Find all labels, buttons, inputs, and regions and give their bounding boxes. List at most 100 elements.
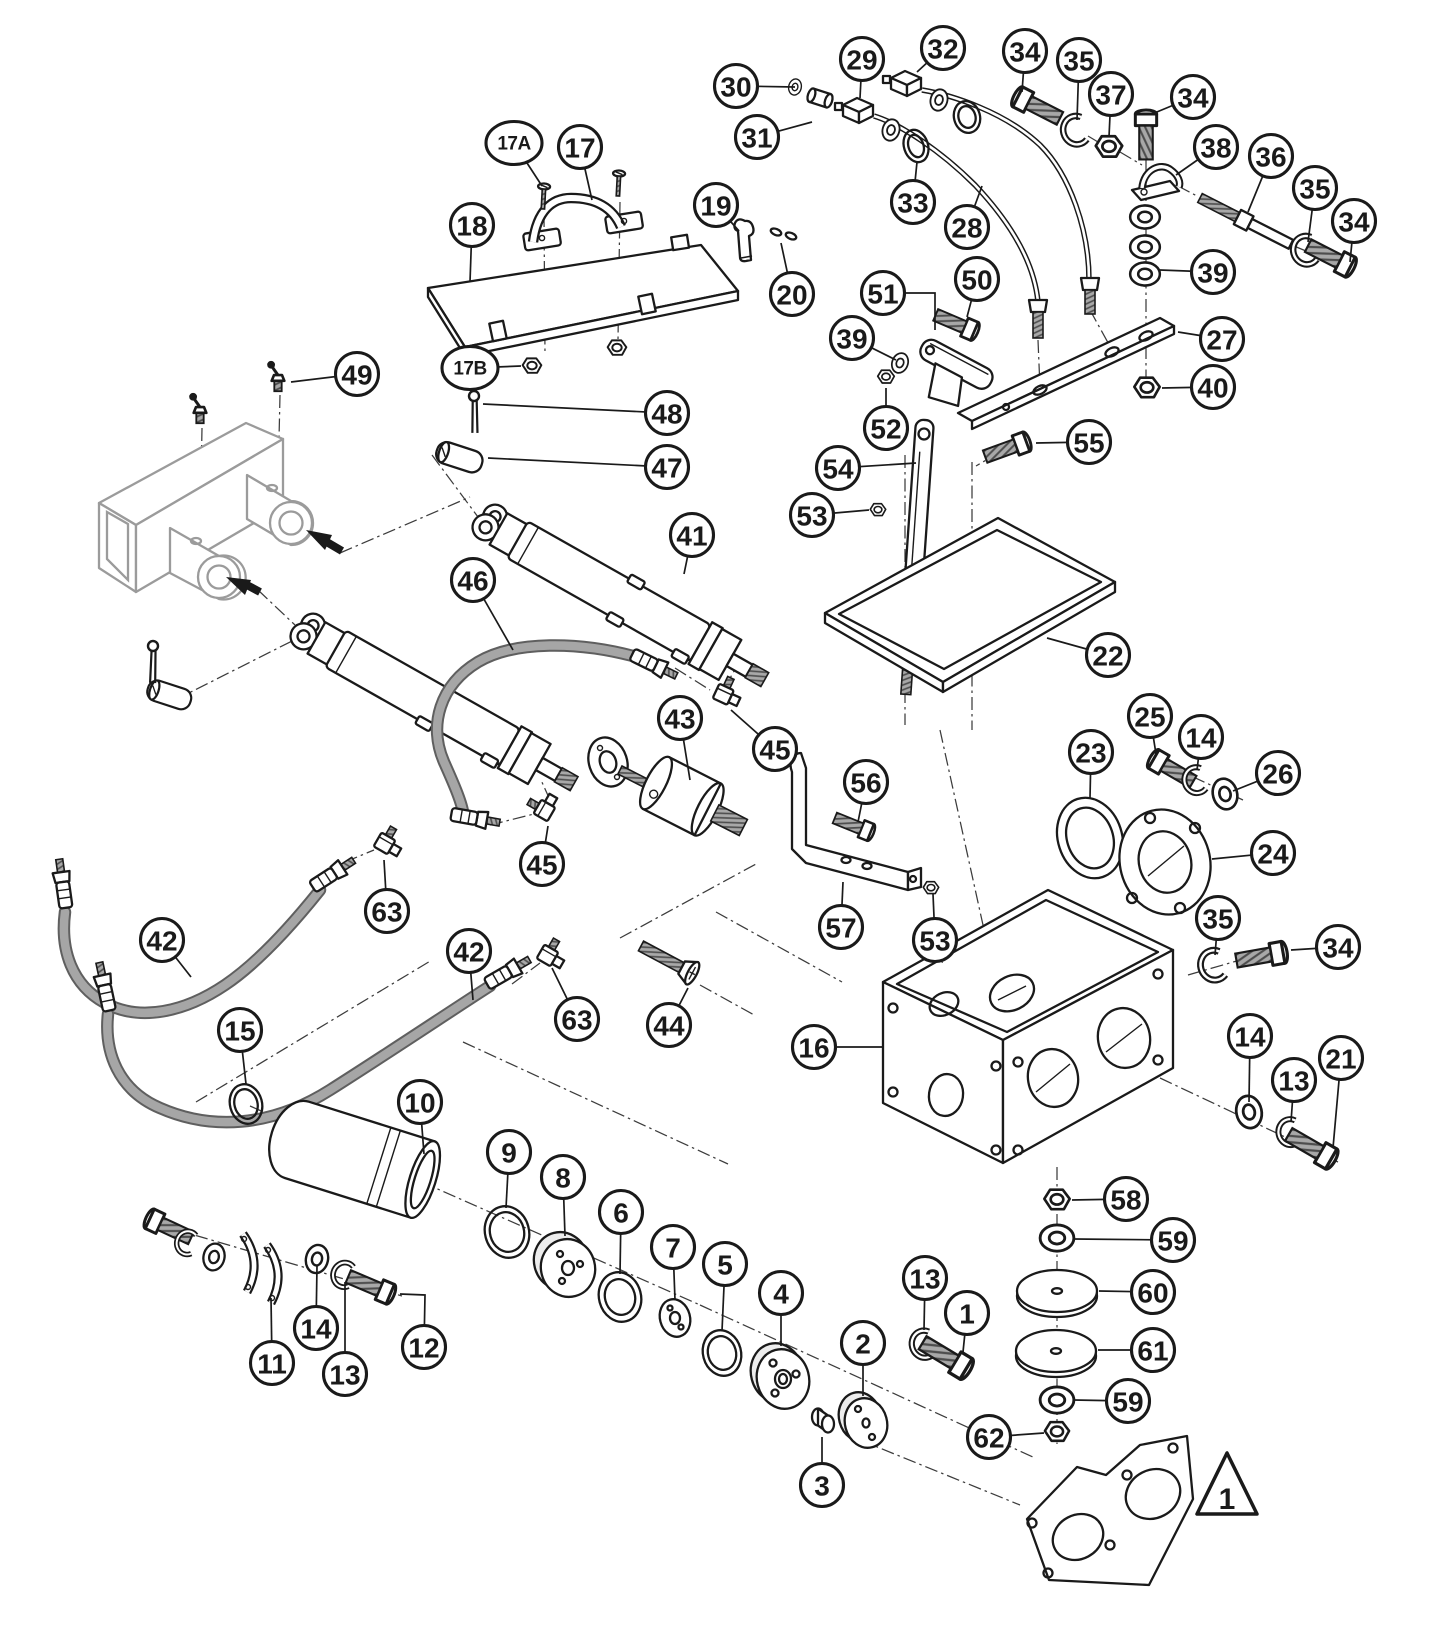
callout-label: 6 <box>613 1198 629 1229</box>
callout-balloon-8 <box>539 1153 587 1201</box>
callout-balloon-50 <box>953 255 1001 303</box>
callout-balloon-59 <box>1104 1377 1152 1425</box>
callout-label: 52 <box>870 414 901 445</box>
clevis-lug-lower <box>168 526 247 601</box>
flat-washer <box>1128 204 1162 230</box>
callout-balloon-26 <box>1254 749 1302 797</box>
callout-balloon-21 <box>1317 1034 1365 1082</box>
callout-label: 32 <box>927 34 958 65</box>
callout-balloon-35 <box>1291 164 1339 212</box>
callout-balloon-35 <box>1055 36 1103 84</box>
callout-balloon-60 <box>1129 1268 1177 1316</box>
grease-fitting-icon <box>187 391 208 425</box>
elbow-fitting <box>535 934 573 972</box>
callout-balloon-34 <box>1001 27 1049 75</box>
callout-label: 19 <box>700 191 731 222</box>
callout-balloon-32 <box>919 24 967 72</box>
callout-label: 46 <box>457 566 488 597</box>
callout-balloon-53 <box>788 491 836 539</box>
callout-label: 2 <box>855 1329 871 1360</box>
handle-screw <box>610 169 627 198</box>
callout-balloon-13 <box>321 1350 369 1398</box>
callout-label: 8 <box>555 1163 571 1194</box>
callout-label: 1 <box>959 1299 975 1330</box>
callout-label: 17B <box>453 359 486 380</box>
callout-label: 42 <box>453 937 484 968</box>
callout-balloon-30 <box>712 62 760 110</box>
callout-label: 20 <box>776 280 807 311</box>
grease-fitting-icon <box>265 359 286 393</box>
callout-label: 34 <box>1338 207 1370 238</box>
callout-balloon-12 <box>400 1323 448 1371</box>
callout-balloon-55 <box>1065 418 1113 466</box>
callout-balloon-43 <box>656 694 704 742</box>
callout-balloon-14 <box>292 1304 340 1352</box>
callout-balloon-49 <box>333 350 381 398</box>
callout-label: 26 <box>1262 759 1293 790</box>
piston-disc <box>532 1230 597 1299</box>
callout-balloon-14 <box>1177 713 1225 761</box>
callout-label: 63 <box>561 1005 592 1036</box>
callout-label: 56 <box>850 768 881 799</box>
callout-label: 45 <box>526 850 557 881</box>
callout-balloon-39 <box>1189 248 1237 296</box>
callout-balloon-54 <box>814 444 862 492</box>
callout-balloon-16 <box>790 1023 838 1071</box>
hose-fitting <box>49 856 76 911</box>
callout-balloon-3 <box>798 1461 846 1509</box>
callout-balloon-39 <box>828 314 876 362</box>
hex-bolt <box>140 1206 198 1250</box>
hose-fitting <box>306 852 360 896</box>
o-ring <box>701 1329 743 1377</box>
callout-label: 23 <box>1075 738 1106 769</box>
hex-bolt <box>1133 108 1159 161</box>
hex-nut <box>1133 376 1161 399</box>
callout-label: 59 <box>1112 1387 1143 1418</box>
rocker-arm <box>919 338 994 408</box>
callout-balloon-15 <box>216 1006 264 1054</box>
callout-label: 5 <box>717 1250 733 1281</box>
shaft-seal <box>1055 796 1125 880</box>
callout-balloon-62 <box>965 1413 1013 1461</box>
hose-switch-block <box>833 96 875 125</box>
callout-balloon-11 <box>248 1339 296 1387</box>
cotter-pin <box>143 639 165 685</box>
hex-nut <box>1043 1420 1071 1443</box>
o-ring <box>228 1083 264 1125</box>
assembly-arrow-icon <box>226 530 345 596</box>
callout-label: 7 <box>665 1233 681 1264</box>
callout-balloon-24 <box>1249 829 1297 877</box>
plug-nut <box>869 502 887 517</box>
callout-balloon-5 <box>701 1240 749 1288</box>
callout-label: 44 <box>653 1011 685 1042</box>
callout-label: 35 <box>1299 174 1330 205</box>
flathead-screw <box>637 940 701 986</box>
hydraulic-hose-lower <box>921 87 1101 315</box>
callout-label: 18 <box>456 211 487 242</box>
callout-balloon-34 <box>1314 923 1362 971</box>
callout-label: 55 <box>1073 428 1104 459</box>
callout-balloon-36 <box>1247 132 1295 180</box>
callout-label: 45 <box>759 735 790 766</box>
callout-balloon-23 <box>1067 728 1115 776</box>
callout-balloon-17 <box>556 123 604 171</box>
callout-balloon-25 <box>1126 692 1174 740</box>
flat-washer <box>1207 774 1243 814</box>
callout-label: 40 <box>1197 373 1228 404</box>
hydraulic-cylinder-upper <box>471 503 770 688</box>
callout-label: 13 <box>1278 1066 1309 1097</box>
callout-label: 62 <box>973 1423 1004 1454</box>
callout-label: 47 <box>651 453 682 484</box>
flat-washer <box>888 349 912 377</box>
callout-balloon-44 <box>645 1001 693 1049</box>
callout-balloon-31 <box>733 113 781 161</box>
callout-label: 25 <box>1134 702 1165 733</box>
handle-nut <box>606 339 628 356</box>
callout-balloon-6 <box>597 1188 645 1236</box>
end-disc <box>837 1391 889 1449</box>
hex-bolt <box>342 1265 400 1308</box>
callout-balloon-40 <box>1189 363 1237 411</box>
gearbox-housing <box>881 888 1175 1165</box>
hydraulic-hose-left-upper <box>57 883 327 1020</box>
callout-balloon-7 <box>649 1223 697 1271</box>
